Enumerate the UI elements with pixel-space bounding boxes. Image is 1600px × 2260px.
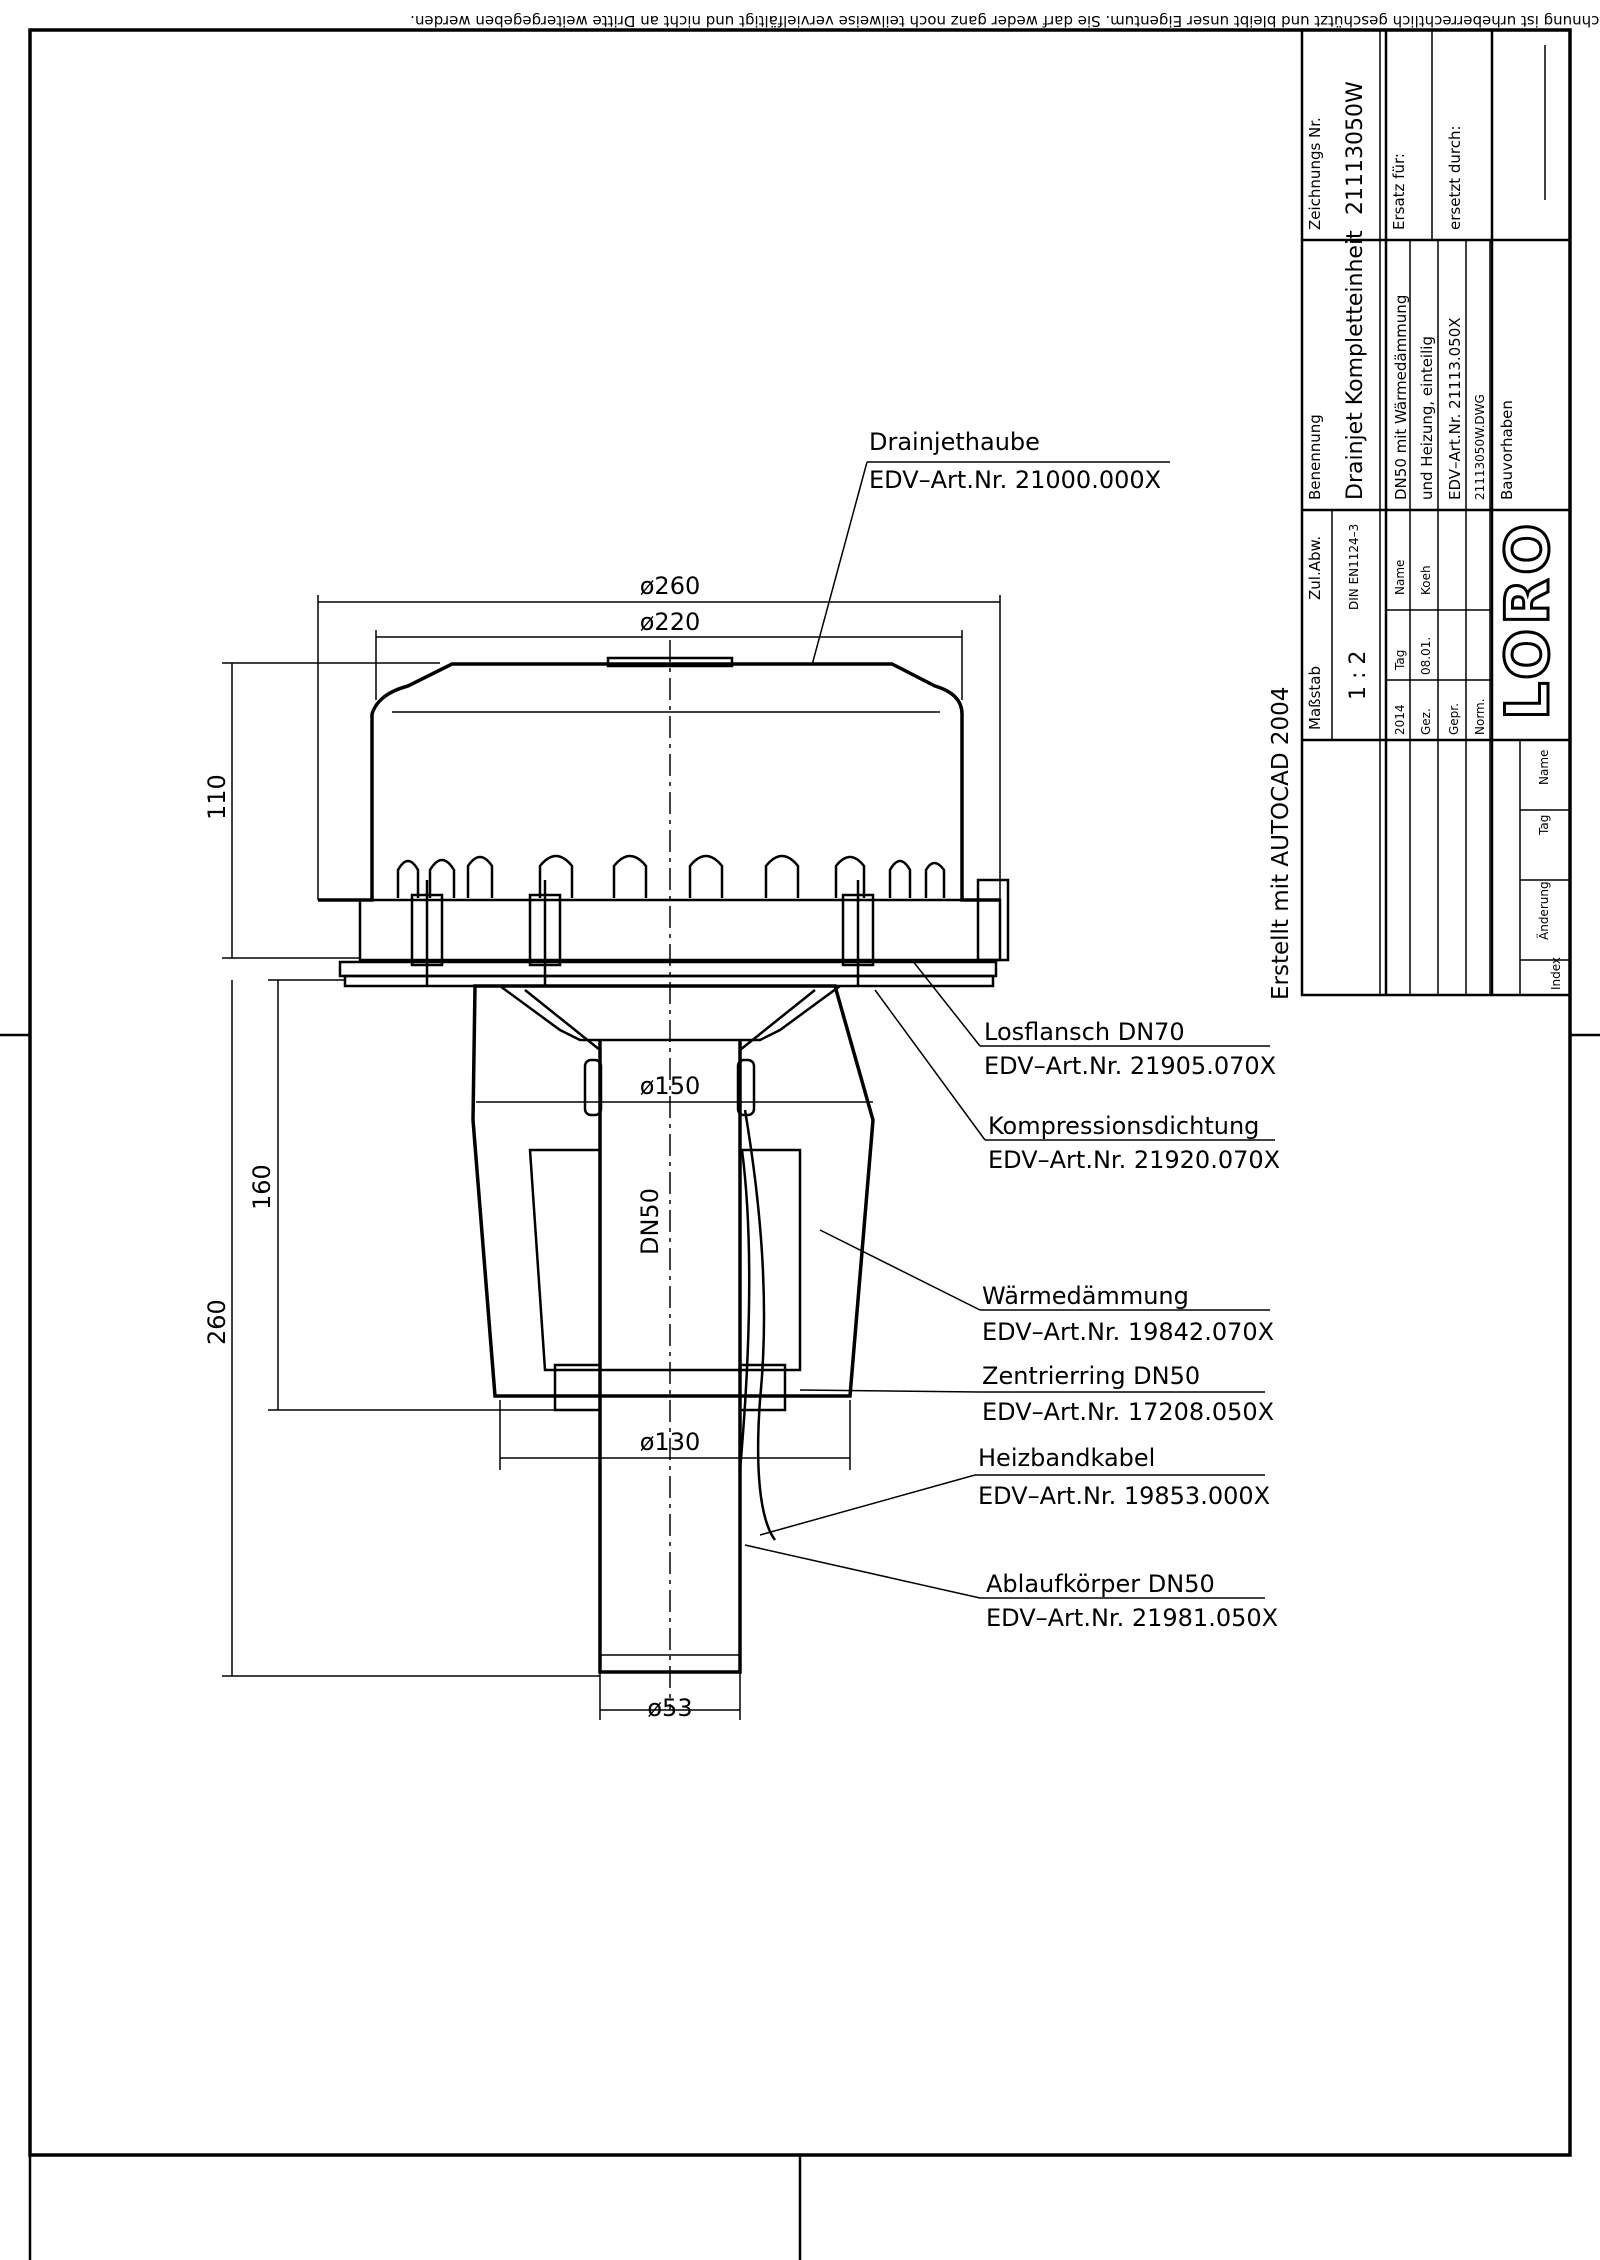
callout-heizbandkabel: Heizbandkabel EDV–Art.Nr. 19853.000X [978, 1444, 1270, 1510]
rev-aenderung-label: Änderung [1536, 881, 1551, 940]
svg-text:EDV–Art.Nr. 21000.000X: EDV–Art.Nr. 21000.000X [869, 466, 1161, 494]
norm-label: Norm. [1473, 698, 1487, 735]
gez-name: Koeh [1419, 565, 1433, 595]
loro-logo: LORO [1493, 520, 1563, 720]
callout-ablaufkoerper: Ablaufkörper DN50 EDV–Art.Nr. 21981.050X [986, 1570, 1278, 1632]
zeichnungs-nr-label: Zeichnungs Nr. [1306, 117, 1324, 230]
callout-drainjethaube: Drainjethaube EDV–Art.Nr. 21000.000X [869, 428, 1161, 494]
gepr-label: Gepr. [1447, 703, 1461, 735]
callout-losflansch: Losflansch DN70 EDV–Art.Nr. 21905.070X [984, 1018, 1276, 1080]
drainjethaube-shape [318, 662, 1000, 902]
svg-text:Zentrierring DN50: Zentrierring DN50 [982, 1362, 1200, 1390]
ersatz-fuer: Ersatz für: [1390, 153, 1408, 230]
svg-text:Kompressionsdichtung: Kompressionsdichtung [988, 1112, 1259, 1140]
drain-assembly-drawing: ø260 ø220 ø150 ø130 ø53 110 160 260 DN50 [203, 461, 1275, 1722]
bauvorhaben: Bauvorhaben [1498, 400, 1516, 500]
ersetzt-durch: ersetzt durch: [1446, 125, 1464, 230]
dim-h260: 260 [203, 1299, 231, 1345]
dim-d220: ø220 [640, 608, 701, 636]
svg-text:Heizbandkabel: Heizbandkabel [978, 1444, 1155, 1472]
waermedaemmung-shape [471, 984, 875, 1398]
description-line-3: EDV–Art.Nr. 21113.050X [1446, 317, 1464, 500]
svg-text:Wärmedämmung: Wärmedämmung [982, 1282, 1189, 1310]
svg-text:EDV–Art.Nr. 21920.070X: EDV–Art.Nr. 21920.070X [988, 1146, 1280, 1174]
svg-text:EDV–Art.Nr. 21981.050X: EDV–Art.Nr. 21981.050X [986, 1604, 1278, 1632]
dim-d53: ø53 [647, 1694, 692, 1722]
gez-date: 08.01. [1419, 637, 1433, 675]
svg-text:Drainjethaube: Drainjethaube [869, 428, 1040, 456]
svg-text:EDV–Art.Nr. 19853.000X: EDV–Art.Nr. 19853.000X [978, 1482, 1270, 1510]
drawing-frame [28, 28, 1572, 2157]
zul-abw-label: Zul.Abw. [1306, 536, 1324, 600]
callout-kompressionsdichtung: Kompressionsdichtung EDV–Art.Nr. 21920.0… [988, 1112, 1280, 1174]
benennung-label: Benennung [1306, 414, 1324, 500]
title-block: Zeichnungs Nr. 21113050W Ersatz für: ers… [1300, 28, 1572, 997]
svg-text:EDV–Art.Nr. 19842.070X: EDV–Art.Nr. 19842.070X [982, 1318, 1274, 1346]
zeichnungs-nr: 21113050W [1343, 81, 1368, 215]
dim-h160: 160 [248, 1164, 276, 1210]
dim-d260: ø260 [640, 572, 701, 600]
benennung: Drainjet Kompletteinheit [1343, 230, 1368, 500]
rev-index-label: Index [1549, 957, 1563, 990]
description-line-2: und Heizung, einteilig [1418, 336, 1436, 500]
callout-zentrierring: Zentrierring DN50 EDV–Art.Nr. 17208.050X [982, 1362, 1274, 1426]
callout-waermedaemmung: Wärmedämmung EDV–Art.Nr. 19842.070X [982, 1282, 1274, 1346]
copyright-notice: Diese Zeichnung ist urheberrechtlich ges… [410, 12, 1600, 30]
dim-d150: ø150 [640, 1072, 701, 1100]
massstab: 1 : 2 [1346, 651, 1371, 700]
rev-name-label: Name [1537, 750, 1551, 785]
autocad-note: Erstellt mit AUTOCAD 2004 [1268, 687, 1294, 1000]
dn50-label: DN50 [636, 1188, 664, 1255]
massstab-label: Maßstab [1306, 666, 1324, 730]
tag-header: Tag [1393, 650, 1407, 671]
heizbandkabel-shape [743, 1109, 777, 1541]
svg-text:EDV–Art.Nr. 21905.070X: EDV–Art.Nr. 21905.070X [984, 1052, 1276, 1080]
gez-label: Gez. [1419, 708, 1433, 735]
name-header: Name [1393, 560, 1407, 595]
din-norm: DIN EN1124–3 [1347, 524, 1361, 610]
dim-h110: 110 [203, 774, 231, 820]
dwg-file: 21113050W.DWG [1473, 394, 1487, 500]
svg-text:Losflansch DN70: Losflansch DN70 [984, 1018, 1185, 1046]
svg-text:EDV–Art.Nr. 17208.050X: EDV–Art.Nr. 17208.050X [982, 1398, 1274, 1426]
description-line-1: DN50 mit Wärmedämmung [1392, 295, 1410, 500]
ablaufkoerper-shape [598, 1040, 742, 1674]
svg-text:Ablaufkörper DN50: Ablaufkörper DN50 [986, 1570, 1215, 1598]
rev-tag-label: Tag [1537, 815, 1551, 836]
dim-d130: ø130 [640, 1428, 701, 1456]
year: 2014 [1393, 704, 1407, 735]
zentrierring-shape [553, 1363, 602, 1412]
